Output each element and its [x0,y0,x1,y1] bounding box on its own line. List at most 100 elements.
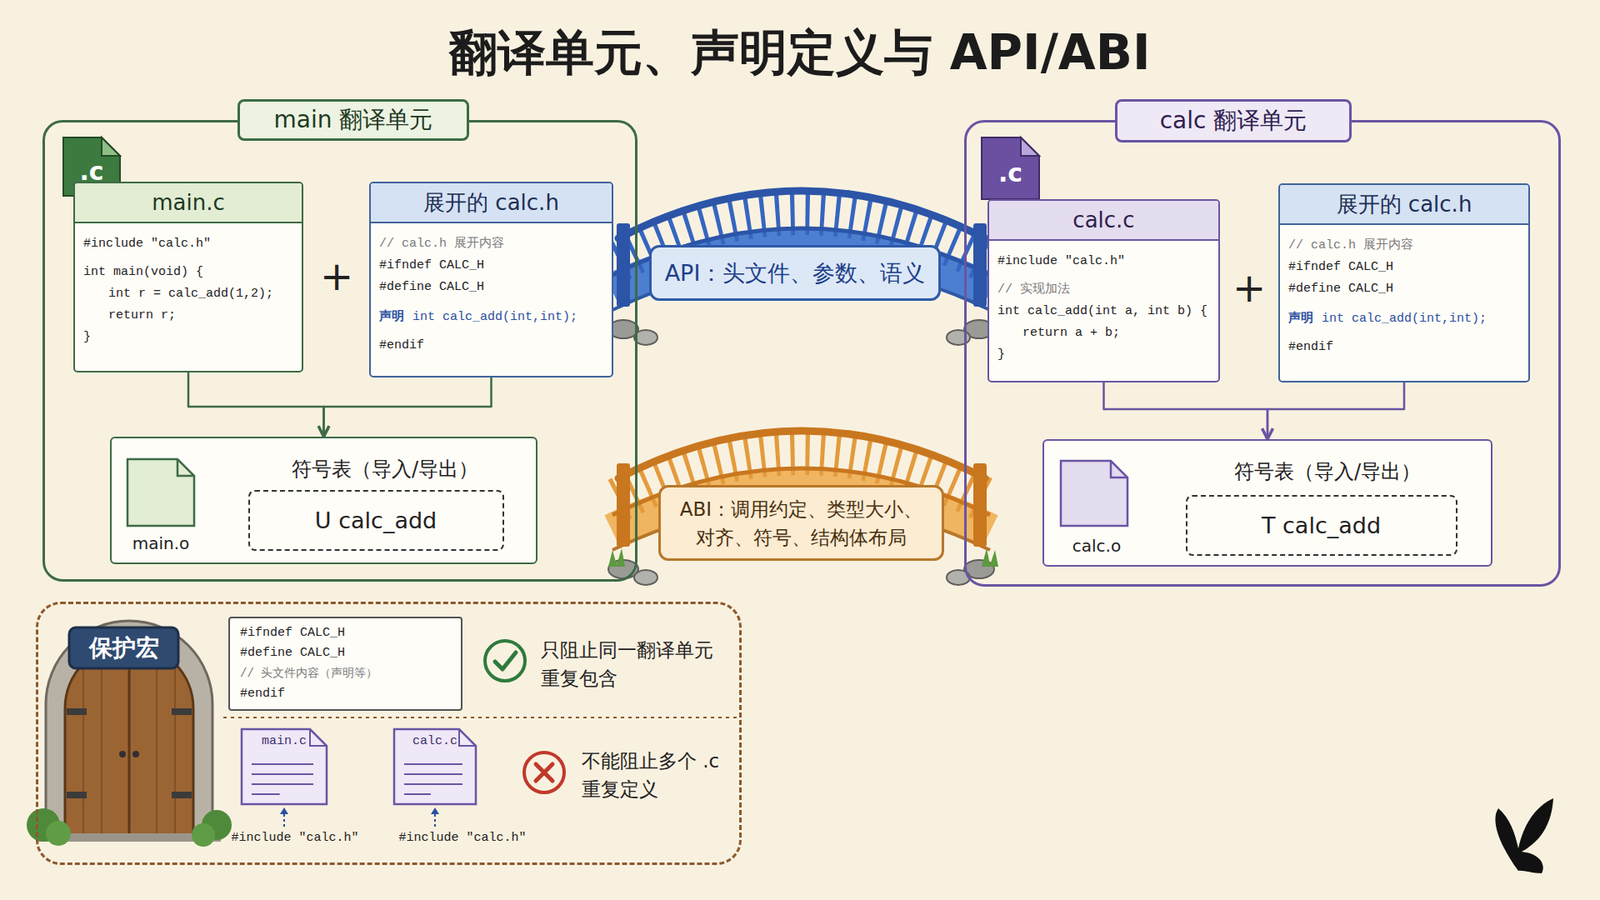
code-body: #include "calc.h" int main(void) { int r =… [75,223,302,359]
document-line [404,793,431,795]
code-line: 声明int calc_add(int,int); [379,305,604,329]
box-heading: calc.c [1072,207,1135,233]
include-guard-panel: #ifndef CALC_H #define CALC_H // 头文件内容（声明等… [35,601,742,865]
object-file-name: calc.o [1047,534,1146,558]
code-text: // calc.h 展开内容 [1288,238,1414,253]
code-text: #endif [379,338,425,353]
node-text: U calc_add [315,507,437,534]
box-heading: main.c [151,190,225,215]
guard-note: 只阻止同一翻译单元 重复包含 [540,635,730,693]
source-file-icon: main.c [240,727,329,806]
code-line: } [997,344,1210,366]
group-title-tab: calc 翻译单元 [1115,99,1352,143]
code-line: #endif [379,335,604,357]
node-text: ABI：调用约定、类型大小、对齐、符号、结构体布局 [670,495,932,552]
code-line: #define CALC_H [1288,278,1520,300]
api-banner: API：头文件、参数、语义 [649,245,941,301]
code-text: return a + b; [1022,325,1120,340]
include-directive: #include "calc.h" [228,830,362,845]
door-illustration [26,620,232,847]
symbol-entry: U calc_add [248,490,505,551]
door-sign-text: 保护宏 [69,627,179,669]
object-file-icon [127,459,195,526]
symbol-table-heading: 符号表（导入/导出） [1169,457,1486,486]
code-text: #include "calc.h" [997,254,1125,269]
document-line [404,763,463,765]
document-shape [394,729,476,805]
plus-sign: + [1229,266,1270,309]
document-line [251,783,314,785]
plus-sign: + [316,255,357,297]
document-line [404,783,463,785]
document-line [251,763,314,765]
merge-arrow [188,372,325,437]
translation-unit-group: main.c #include "calc.h" int main(void) { i… [42,120,638,582]
box-header-band: 展开的 calc.h [1280,185,1529,225]
object-file-icon [1060,460,1128,526]
code-text: #include "calc.h" [83,236,211,251]
code-line: // calc.h 展开内容 [1288,235,1520,257]
check-icon [485,640,525,681]
code-line: return r; [83,305,294,327]
translation-unit-group: calc.c #include "calc.h" // 实现加法 int calc_a… [964,120,1561,587]
code-text: #define CALC_H [379,280,485,295]
header-expansion-box: 展开的 calc.h // calc.h 展开内容 #ifndef CALC_H #d… [1278,183,1530,383]
code-body: // calc.h 展开内容 #ifndef CALC_H #define CALC… [1280,225,1529,369]
symbol-table-box: T calc_add 符号表（导入/导出） calc.o [1042,439,1493,567]
code-line: 声明int calc_add(int,int); [1288,306,1520,330]
api-bridge [608,190,995,345]
code-body: #include "calc.h" // 实现加法 int calc_add(int… [989,240,1219,376]
merge-arrow [1267,382,1405,440]
cross-icon [524,752,565,793]
source-file-box: main.c #include "calc.h" int main(void) { i… [73,181,304,373]
box-heading: 展开的 calc.h [423,188,560,218]
box-header-band: calc.c [989,200,1219,241]
document-line [404,773,463,775]
merge-arrow [1104,382,1269,440]
code-text: #ifndef CALC_H [1288,260,1394,275]
abi-bridge [608,430,999,585]
file-name: main.c [261,734,307,749]
code-line: // calc.h 展开内容 [379,233,604,255]
butterfly-logo [1495,798,1554,874]
code-text: int calc_add(int a, int b) { [997,304,1208,319]
symbol-table-heading: 符号表（导入/导出） [251,455,519,484]
code-text: // 实现加法 [997,282,1070,297]
node-text: API：头文件、参数、语义 [665,258,926,289]
code-line: // 实现加法 [997,279,1210,301]
code-text: // calc.h 展开内容 [379,236,505,251]
code-line: #endif [240,684,451,705]
code-line: #ifndef CALC_H [379,255,604,277]
diagram-title: 翻译单元、声明定义与 API/ABI [0,23,1600,82]
group-title-tab: main 翻译单元 [237,99,470,141]
code-line: #define CALC_H [379,276,604,299]
code-text: #endif [1288,340,1334,355]
code-text: int r = calc_add(1,2); [108,286,274,301]
file-name: calc.c [412,734,458,749]
code-text: #define CALC_H [240,645,345,660]
document-shape [241,729,327,805]
code-text: #endif [240,686,285,701]
code-text: int main(void) { [83,265,204,280]
code-line: } [83,326,294,349]
code-line: #include "calc.h" [83,233,294,255]
code-text: #ifndef CALC_H [379,258,485,273]
code-line: // 头文件内容（声明等） [240,663,451,685]
code-text: // 头文件内容（声明等） [240,666,378,680]
code-body: #ifndef CALC_H #define CALC_H // 头文件内容（声明等… [230,618,461,710]
symbol-table-box: U calc_add 符号表（导入/导出） main.o [110,436,538,565]
code-body: // calc.h 展开内容 #ifndef CALC_H #define CALC… [370,223,612,367]
code-line: #ifndef CALC_H [240,623,451,644]
guard-note: 不能阻止多个 .c 重复定义 [581,746,742,804]
box-header-band: main.c [75,183,302,224]
code-text: #ifndef CALC_H [240,625,345,640]
code-line: #ifndef CALC_H [1288,256,1520,279]
source-file-box: calc.c #include "calc.h" // 实现加法 int calc_a… [987,199,1220,383]
code-line: return a + b; [997,322,1210,345]
code-line: #endif [1288,336,1520,359]
code-line: #include "calc.h" [997,250,1210,273]
object-file-name: main.o [115,531,207,555]
node-text: T calc_add [1261,512,1381,539]
source-file-icon: calc.c [392,727,478,806]
